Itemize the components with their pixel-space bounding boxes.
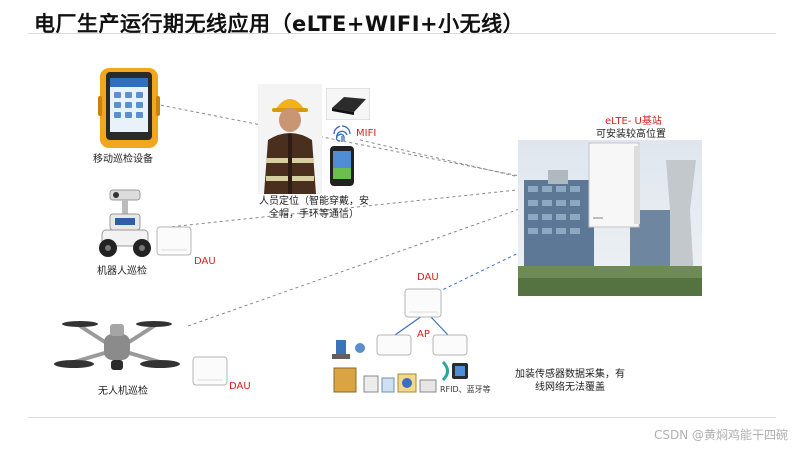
mifi-label: MIFI	[356, 128, 377, 139]
base-station-title: eLTE- U基站	[605, 116, 662, 127]
personnel-label-line1: 人员定位（智能穿戴，安	[259, 196, 369, 207]
robot-dau-device-icon	[156, 226, 192, 256]
drone-label: 无人机巡检	[98, 386, 148, 397]
network-dau-device-icon	[404, 288, 442, 318]
smart-band-icon	[330, 146, 354, 186]
worker-icon	[258, 84, 322, 194]
handheld-terminal-icon	[98, 68, 160, 148]
robot-icon	[99, 189, 151, 257]
personnel-label: 人员定位（智能穿戴，安 全帽，手环等通信）	[244, 195, 384, 221]
watermark: CSDN @黄焖鸡能干四碗	[653, 428, 788, 442]
rfid-label: RFID、蓝牙等	[440, 385, 491, 394]
locator-device-icon	[326, 88, 370, 120]
sensor-note: 加装传感器数据采集，有 线网络无法覆盖	[500, 368, 640, 394]
link-robot	[159, 186, 546, 229]
sensor-devices-icon	[332, 340, 437, 393]
base-station-note: 可安装较高位置	[596, 129, 666, 140]
link-mifi	[359, 139, 546, 184]
drone-dau-label: DAU	[229, 381, 251, 392]
drone-icon	[54, 321, 180, 370]
footer-divider	[28, 417, 776, 418]
page-title: 电厂生产运行期无线应用（eLTE+WIFI+小无线）	[34, 12, 525, 36]
ap-label: AP	[417, 329, 430, 340]
link-dau-ap2	[429, 315, 449, 336]
access-point-1-icon	[376, 334, 412, 356]
fingerprint-icon	[333, 125, 351, 142]
network-dau-label: DAU	[417, 272, 439, 283]
link-dau-ap1	[394, 315, 423, 336]
robot-dau-label: DAU	[194, 256, 216, 267]
robot-label: 机器人巡检	[97, 266, 147, 277]
sensor-note-line2: 线网络无法覆盖	[535, 382, 605, 393]
access-point-2-icon	[432, 334, 468, 356]
mobile-device-label: 移动巡检设备	[93, 154, 153, 165]
rfid-bluetooth-icon	[441, 360, 468, 382]
title-divider	[28, 33, 776, 34]
sensor-note-line1: 加装传感器数据采集，有	[515, 369, 625, 380]
personnel-label-line2: 全帽，手环等通信）	[269, 209, 359, 220]
elte-u-base-station-icon	[588, 142, 640, 228]
drone-dau-device-icon	[192, 356, 228, 386]
